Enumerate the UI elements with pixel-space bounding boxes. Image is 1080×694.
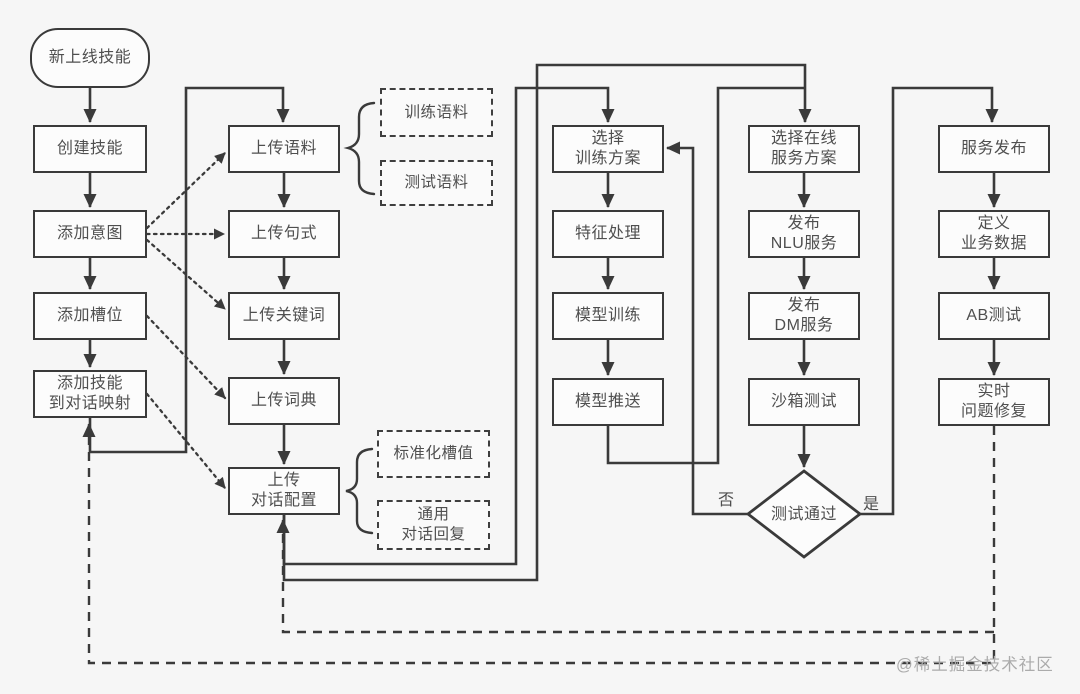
edge-label-yes: 是 <box>863 496 880 513</box>
node-publish-nlu: 发布 NLU服务 <box>748 210 860 258</box>
node-realtime-fix: 实时 问题修复 <box>938 378 1050 426</box>
node-add-slot: 添加槽位 <box>33 292 147 340</box>
edge-intent-keyword <box>145 238 227 311</box>
watermark: @稀土掘金技术社区 <box>896 656 1054 674</box>
node-sandbox-test: 沙箱测试 <box>748 378 860 426</box>
edge-fix-dialog-feedback <box>276 519 994 634</box>
node-upload-dict: 上传词典 <box>228 377 340 425</box>
edge-push-online <box>606 86 805 465</box>
node-add-intent: 添加意图 <box>33 210 147 258</box>
node-model-train: 模型训练 <box>552 292 664 340</box>
edge-slot-dict <box>145 314 227 400</box>
node-std-slot-value: 标准化槽值 <box>377 430 490 478</box>
node-select-train-plan: 选择 训练方案 <box>552 125 664 173</box>
node-publish-dm: 发布 DM服务 <box>748 292 860 340</box>
node-start: 新上线技能 <box>30 28 150 88</box>
node-upload-keyword: 上传关键词 <box>228 292 340 340</box>
node-create-skill: 创建技能 <box>33 125 147 173</box>
dialog-brace-icon <box>345 447 374 535</box>
test-pass-diamond <box>745 469 863 559</box>
node-feature-process: 特征处理 <box>552 210 664 258</box>
node-upload-pattern: 上传句式 <box>228 210 340 258</box>
edge-fix-map-feedback <box>82 423 996 665</box>
node-add-skill-map: 添加技能 到对话映射 <box>33 370 147 418</box>
corpus-brace-icon <box>343 101 376 196</box>
node-model-push: 模型推送 <box>552 378 664 426</box>
edge-yes-publish <box>860 86 999 516</box>
node-upload-corpus: 上传语料 <box>228 125 340 173</box>
node-test-pass: 测试通过 <box>770 505 837 523</box>
edge-no-plan <box>666 141 748 516</box>
node-service-publish: 服务发布 <box>938 125 1050 173</box>
node-upload-dialog: 上传 对话配置 <box>228 467 340 515</box>
node-common-reply: 通用 对话回复 <box>377 500 490 550</box>
edge-map-corpus <box>88 86 290 454</box>
node-ab-test: AB测试 <box>938 292 1050 340</box>
edge-map-dialog <box>145 392 227 490</box>
node-define-bizdata: 定义 业务数据 <box>938 210 1050 258</box>
node-train-corpus: 训练语料 <box>380 88 493 137</box>
node-select-online-plan: 选择在线 服务方案 <box>748 125 860 173</box>
node-test-corpus: 测试语料 <box>380 160 493 206</box>
edge-label-no: 否 <box>718 492 735 509</box>
edge-intent-corpus <box>145 151 227 230</box>
